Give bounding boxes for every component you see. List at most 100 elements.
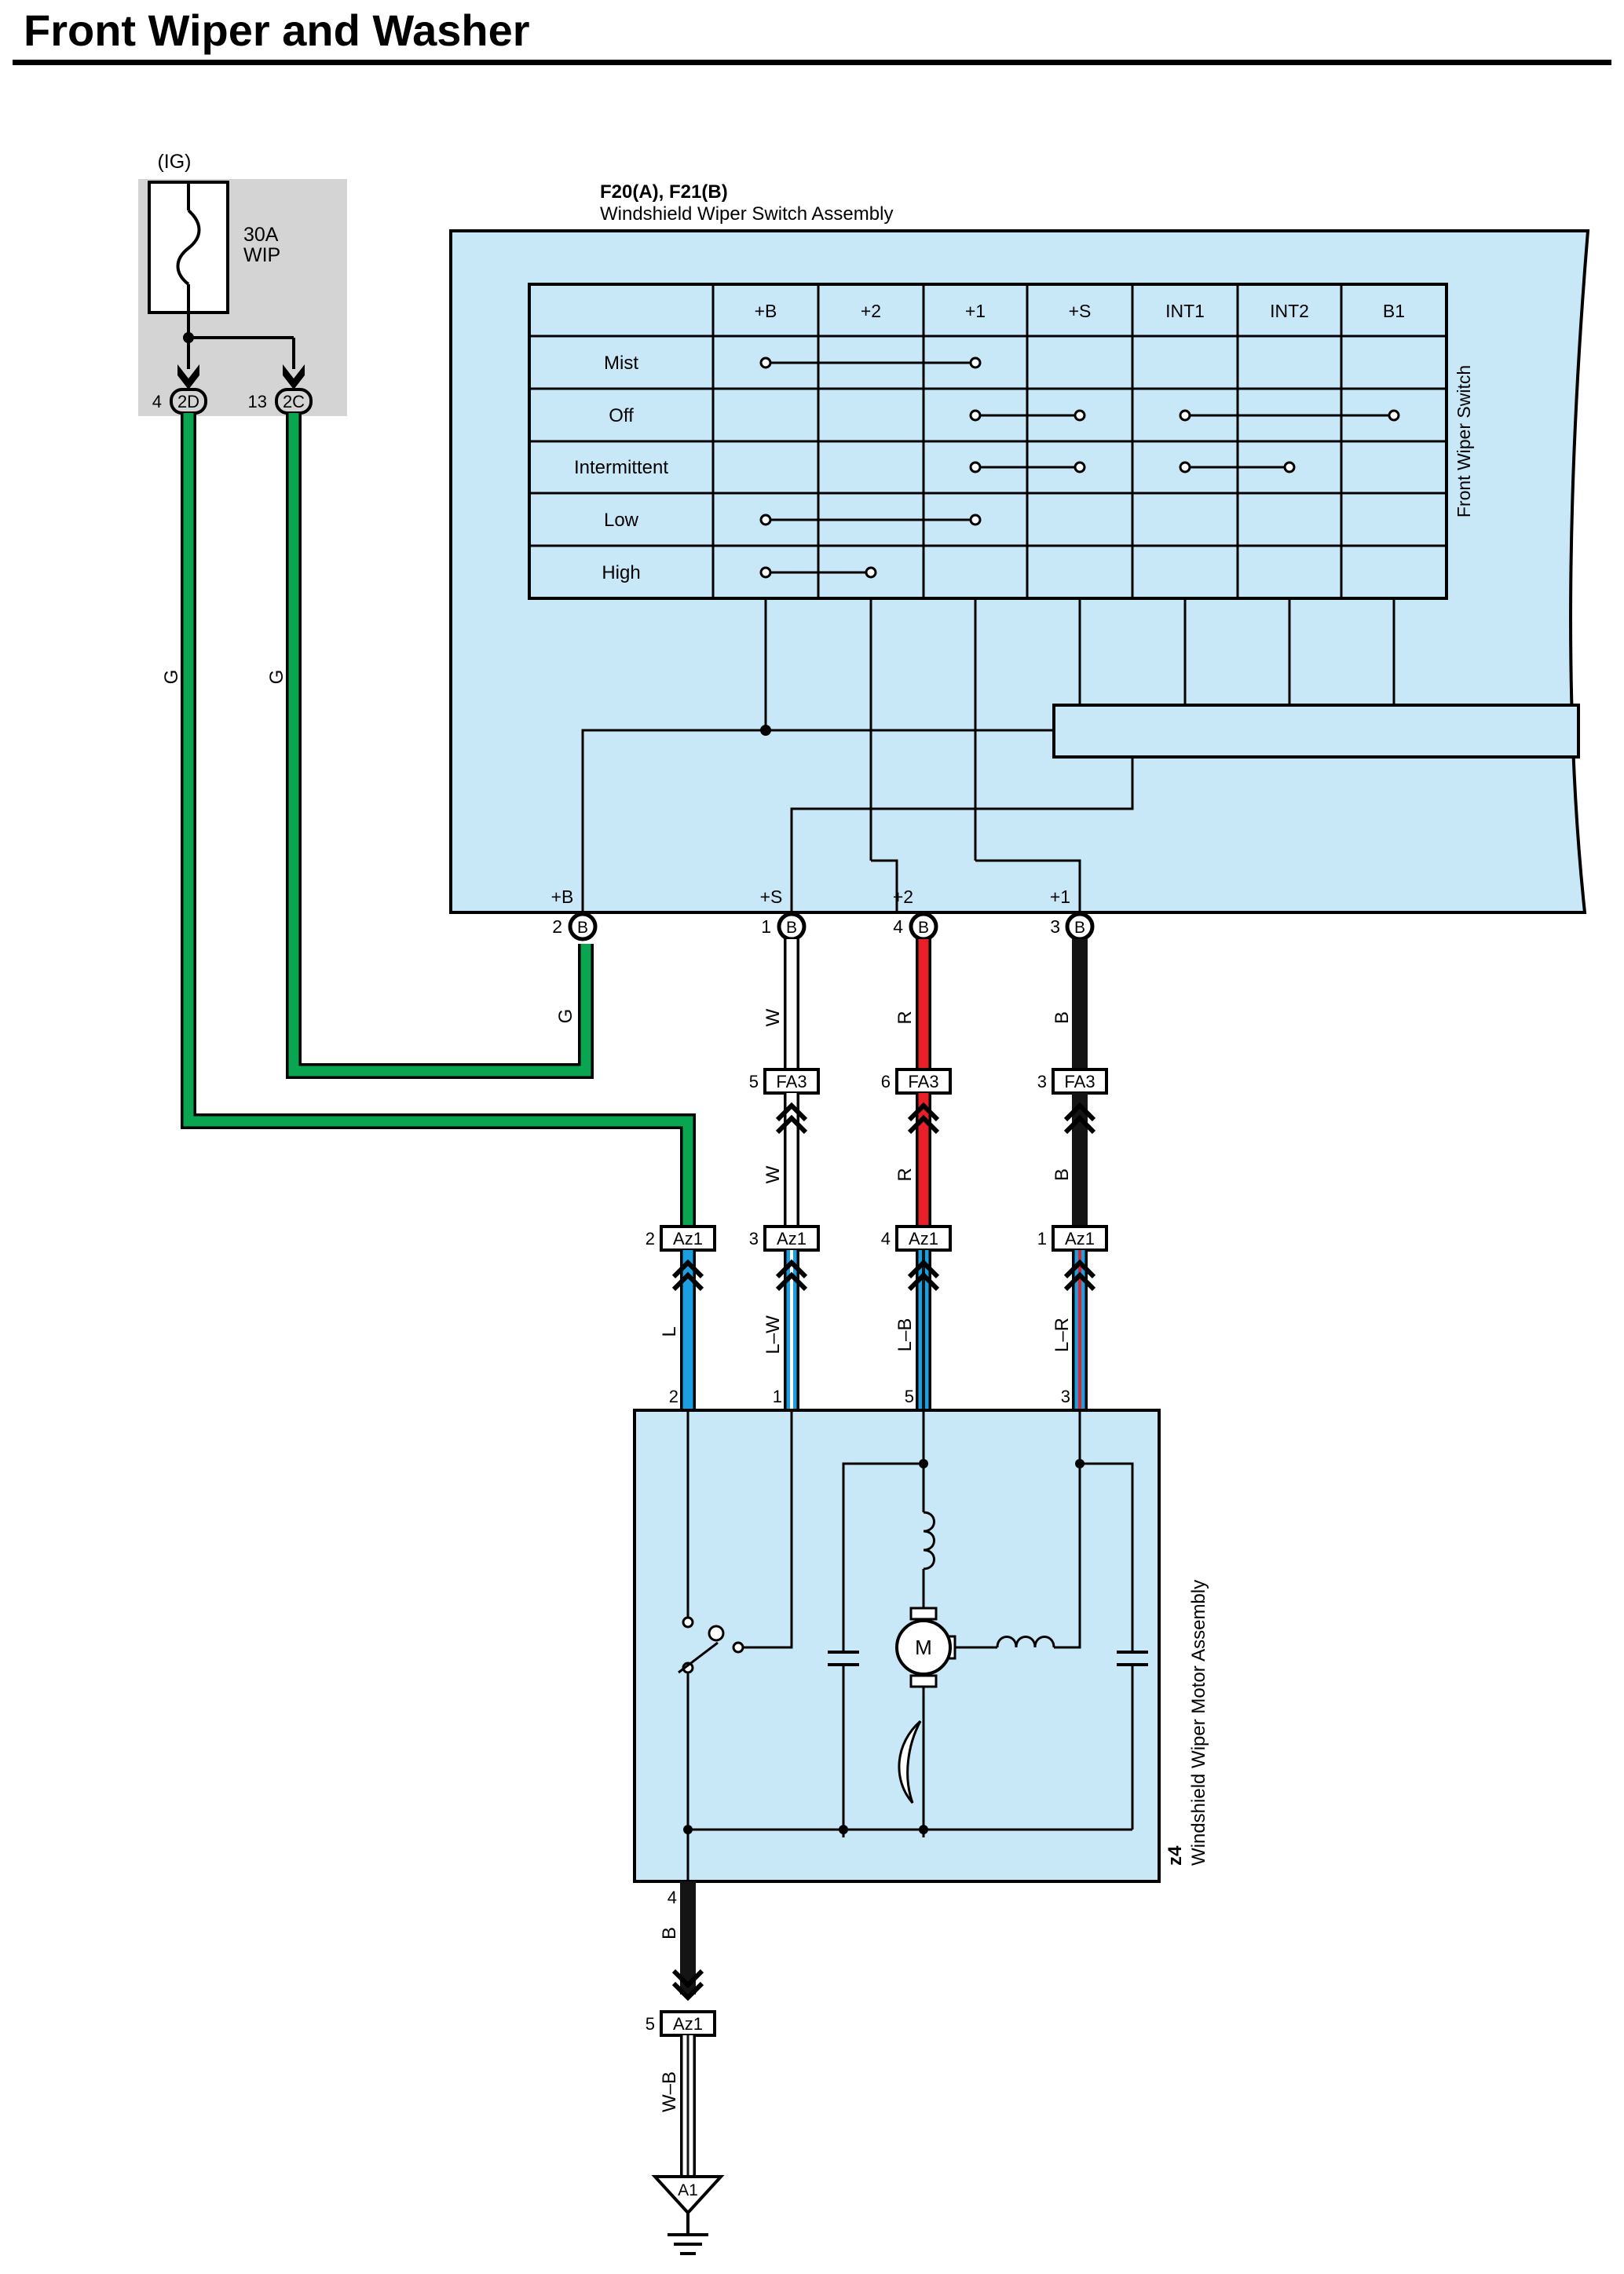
- wire-label: L–B: [894, 1318, 916, 1352]
- fa3-pin: 6: [881, 1072, 891, 1091]
- az1-label: Az1: [673, 1229, 703, 1249]
- table-grid-lines: [529, 284, 1447, 598]
- terminal-pin: 4: [893, 916, 903, 937]
- wire-label: B: [659, 1927, 680, 1939]
- row-label: Intermittent: [574, 457, 668, 478]
- ig-label: (IG): [157, 151, 191, 173]
- az1-connectors: Az1 Az1 Az1 Az1 2 3 4 1: [646, 1225, 1108, 1252]
- fuse-icon: [176, 209, 201, 286]
- wiper-motor-assembly: 2 1 5 3 z4 Windshield Wiper Motor Assemb…: [633, 1387, 1209, 1883]
- fuse-box: (IG) 30A WIP 2D 4 2C 13: [138, 151, 347, 416]
- table-row-labels: Mist Off Intermittent Low High: [574, 353, 668, 583]
- col-header: B1: [1383, 301, 1405, 321]
- az1-box: [1052, 1225, 1108, 1252]
- motor-name: Windshield Wiper Motor Assembly: [1188, 1580, 1209, 1866]
- page-title: Front Wiper and Washer: [24, 5, 530, 55]
- wires-fa3-to-az1: W R B: [763, 1093, 1096, 1230]
- row-label: High: [602, 562, 640, 583]
- wire-label-g-2: G: [266, 670, 287, 685]
- wire-label: W: [763, 1008, 784, 1026]
- switch-contact: [1179, 461, 1191, 473]
- ground-icon: [668, 2213, 708, 2255]
- row-label: Low: [604, 510, 639, 531]
- fa3-pin: 5: [749, 1072, 759, 1091]
- switch-contact: [969, 514, 982, 526]
- terminal-pin: 1: [761, 916, 771, 937]
- motor-pin: 2: [669, 1387, 678, 1406]
- terminal-conn: B: [786, 919, 797, 937]
- fa3-pin: 3: [1037, 1072, 1047, 1091]
- wire-label: L: [659, 1326, 680, 1336]
- motor-brush: [909, 1607, 938, 1621]
- motor-brush: [909, 1674, 938, 1688]
- connector-2d-pin: 4: [152, 392, 162, 411]
- motor-symbol-label: M: [915, 1636, 932, 1659]
- az1-box: [660, 1225, 716, 1252]
- fuse-amp-label: 30A: [243, 224, 279, 246]
- chevron-up-icon: [775, 1259, 808, 1292]
- col-header: +S: [1069, 301, 1092, 321]
- fa3-label: FA3: [1064, 1072, 1095, 1091]
- arrow-2d-icon: [177, 364, 199, 389]
- terminal-conn: B: [918, 919, 929, 937]
- park-switch-contact: [682, 1616, 694, 1629]
- switch-contact: [1074, 409, 1086, 422]
- connector-2c-pin: 13: [248, 392, 267, 411]
- terminal-name: +1: [1050, 887, 1070, 907]
- chevron-up-icon: [1063, 1102, 1096, 1135]
- switch-contact: [1283, 461, 1296, 473]
- wire-label: B: [1052, 1168, 1073, 1181]
- az1-ground-label: Az1: [673, 2014, 703, 2034]
- terminal-pin: 3: [1050, 916, 1060, 937]
- chevron-up-icon: [775, 1102, 808, 1135]
- chevron-down-icon: [671, 1969, 704, 2002]
- row-label: Off: [609, 405, 634, 426]
- row-label: Mist: [604, 353, 638, 374]
- fuse-name-label: WIP: [243, 244, 280, 266]
- wire-label: L–R: [1052, 1318, 1073, 1352]
- terminal-name: +2: [893, 887, 913, 907]
- wire-label: B: [1052, 1011, 1073, 1024]
- terminal-name: +S: [760, 887, 783, 907]
- switch-name: Windshield Wiper Switch Assembly: [600, 203, 893, 225]
- wire-label: W–B: [659, 2071, 680, 2112]
- switch-contact: [969, 356, 982, 369]
- capacitor-icon: [828, 1651, 859, 1666]
- switch-code: F20(A), F21(B): [600, 181, 728, 203]
- az1-pin: 3: [749, 1229, 759, 1249]
- table-column-headers: +B +2 +1 +S INT1 INT2 B1: [755, 301, 1405, 321]
- coil-icon: [996, 1636, 1055, 1648]
- col-header: +1: [965, 301, 986, 321]
- switch-contact: [1074, 461, 1086, 473]
- col-header: +2: [861, 301, 881, 321]
- switch-assembly: F20(A), F21(B) Windshield Wiper Switch A…: [449, 181, 1590, 941]
- switch-contact: [1388, 409, 1400, 422]
- motor-pin: 5: [905, 1387, 914, 1406]
- switch-contact: [865, 566, 877, 579]
- switch-connections: [759, 356, 1400, 579]
- switch-contact: [759, 514, 772, 526]
- wires-az1-to-motor: L L–W L–B L–R: [659, 1250, 1096, 1410]
- switch-contact: [969, 409, 982, 422]
- terminal-name: +B: [551, 887, 574, 907]
- green-feed-wires: G G G: [161, 413, 696, 1230]
- motor-internal-wiring: [686, 1410, 1134, 1881]
- az1-label: Az1: [777, 1229, 807, 1249]
- switch-contact: [759, 356, 772, 369]
- chevron-up-icon: [1063, 1259, 1096, 1292]
- wire-label: R: [894, 1011, 916, 1024]
- az1-label: Az1: [1065, 1229, 1095, 1249]
- wire-label: W: [763, 1165, 784, 1183]
- switch-contact: [1179, 409, 1191, 422]
- park-switch-contact: [732, 1641, 744, 1654]
- motor-junctions: [683, 1459, 1084, 1834]
- switch-contact: [969, 461, 982, 473]
- title-rule: [13, 60, 1611, 65]
- ground-wiring: 4 B Az1 5 W–B A1: [646, 1881, 725, 2255]
- switch-side-label: Front Wiper Switch: [1454, 365, 1474, 517]
- fa3-connectors: FA3 FA3 FA3 5 6 3: [749, 1068, 1108, 1095]
- az1-label: Az1: [909, 1229, 938, 1249]
- chevron-up-icon: [907, 1259, 940, 1292]
- col-header: +B: [755, 301, 777, 321]
